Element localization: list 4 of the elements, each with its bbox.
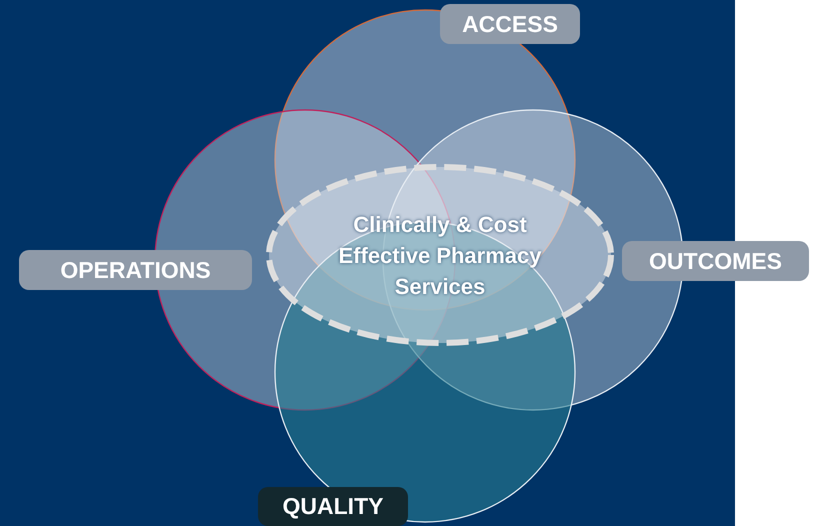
circle-label: OUTCOMES — [622, 241, 809, 281]
circle-label: ACCESS — [440, 4, 580, 44]
circle-label: QUALITY — [258, 487, 408, 526]
circle-label: OPERATIONS — [19, 250, 252, 290]
